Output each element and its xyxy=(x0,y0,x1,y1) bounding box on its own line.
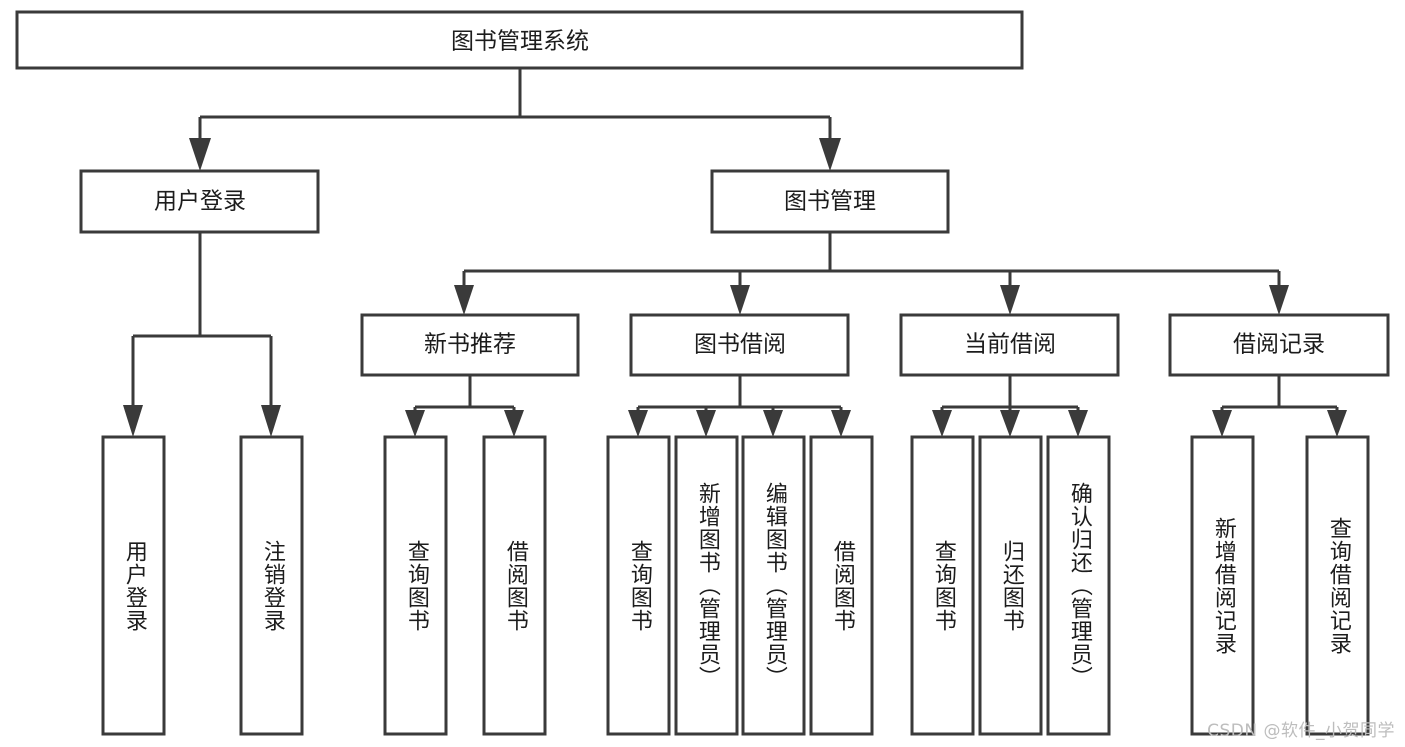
arrowhead-bb-leaf-2 xyxy=(696,410,716,437)
node-new-book-recommend-label: 新书推荐 xyxy=(424,332,516,358)
arrowhead-cb-leaf-2 xyxy=(1000,410,1020,437)
leaf-box-bb-add-book[interactable] xyxy=(674,435,739,736)
node-book-borrow-label: 图书借阅 xyxy=(694,332,786,358)
arrowhead-book-borrow xyxy=(730,285,750,315)
leaf-box-cb-confirm-return[interactable] xyxy=(1046,435,1111,736)
connector-group-user-login-leaves xyxy=(123,232,281,437)
arrowhead-bb-leaf-1 xyxy=(628,410,648,437)
arrowhead-cb-leaf-1 xyxy=(932,410,952,437)
connector-group-book-borrow-leaves xyxy=(628,375,851,437)
node-borrow-record[interactable]: 借阅记录 xyxy=(1168,313,1390,377)
node-current-borrow-box[interactable] xyxy=(899,313,1120,377)
leaf-box-nb-query-book[interactable] xyxy=(383,435,448,736)
node-user-login[interactable]: 用户登录 xyxy=(79,169,320,234)
node-root-box[interactable] xyxy=(15,10,1024,70)
node-book-borrow-box[interactable] xyxy=(629,313,850,377)
arrowhead-bb-leaf-4 xyxy=(831,410,851,437)
node-user-login-label: 用户登录 xyxy=(154,189,246,215)
connector-group-book-manage xyxy=(454,232,1289,315)
node-book-manage[interactable]: 图书管理 xyxy=(710,169,950,234)
leaf-boxes-borrow-record xyxy=(1190,435,1370,736)
leaf-box-cb-query-book[interactable] xyxy=(910,435,975,736)
connector-group-current-borrow-leaves xyxy=(932,375,1088,437)
leaf-box-br-add-record[interactable] xyxy=(1190,435,1255,736)
connector-group-root xyxy=(189,68,841,171)
arrowhead-br-leaf-2 xyxy=(1327,410,1347,437)
arrowhead-leaf-logout xyxy=(261,405,281,437)
connector-group-borrow-record-leaves xyxy=(1212,375,1347,437)
node-current-borrow[interactable]: 当前借阅 xyxy=(899,313,1120,377)
node-root[interactable]: 图书管理系统 xyxy=(15,10,1024,70)
node-book-manage-box[interactable] xyxy=(710,169,950,234)
node-borrow-record-box[interactable] xyxy=(1168,313,1390,377)
node-current-borrow-label: 当前借阅 xyxy=(964,332,1056,358)
arrowhead-user-login xyxy=(189,138,211,171)
arrowhead-cb-leaf-3 xyxy=(1068,410,1088,437)
arrowhead-new-book xyxy=(454,285,474,315)
arrowhead-nb-leaf-2 xyxy=(504,410,524,437)
node-book-borrow[interactable]: 图书借阅 xyxy=(629,313,850,377)
arrowhead-borrow-record xyxy=(1269,285,1289,315)
leaf-boxes-new-book-recommend xyxy=(383,435,547,736)
leaf-box-logout[interactable] xyxy=(239,435,304,736)
leaf-box-bb-query-book[interactable] xyxy=(606,435,671,736)
leaf-box-br-query-record[interactable] xyxy=(1305,435,1370,736)
arrowhead-leaf-user-login xyxy=(123,405,143,437)
leaf-box-nb-borrow-book[interactable] xyxy=(482,435,547,736)
arrowhead-nb-leaf-1 xyxy=(405,410,425,437)
leaf-box-bb-borrow-book[interactable] xyxy=(809,435,874,736)
leaf-box-user-login[interactable] xyxy=(101,435,166,736)
arrowhead-current-borrow xyxy=(1000,285,1020,315)
node-root-label: 图书管理系统 xyxy=(451,29,589,55)
arrowhead-bb-leaf-3 xyxy=(763,410,783,437)
arrowhead-book-manage xyxy=(819,138,841,171)
leaf-boxes-book-borrow xyxy=(606,435,874,736)
node-borrow-record-label: 借阅记录 xyxy=(1233,332,1325,358)
node-new-book-recommend[interactable]: 新书推荐 xyxy=(360,313,580,377)
leaf-boxes-current-borrow xyxy=(910,435,1111,736)
node-new-book-recommend-box[interactable] xyxy=(360,313,580,377)
connector-group-new-book-leaves xyxy=(405,375,524,437)
node-book-manage-label: 图书管理 xyxy=(784,189,876,215)
leaf-boxes-user-login xyxy=(101,435,304,736)
leaf-box-cb-return-book[interactable] xyxy=(978,435,1043,736)
leaf-box-bb-edit-book[interactable] xyxy=(741,435,806,736)
csdn-watermark: CSDN @软件_小贺同学 xyxy=(1207,721,1395,741)
arrowhead-br-leaf-1 xyxy=(1212,410,1232,437)
